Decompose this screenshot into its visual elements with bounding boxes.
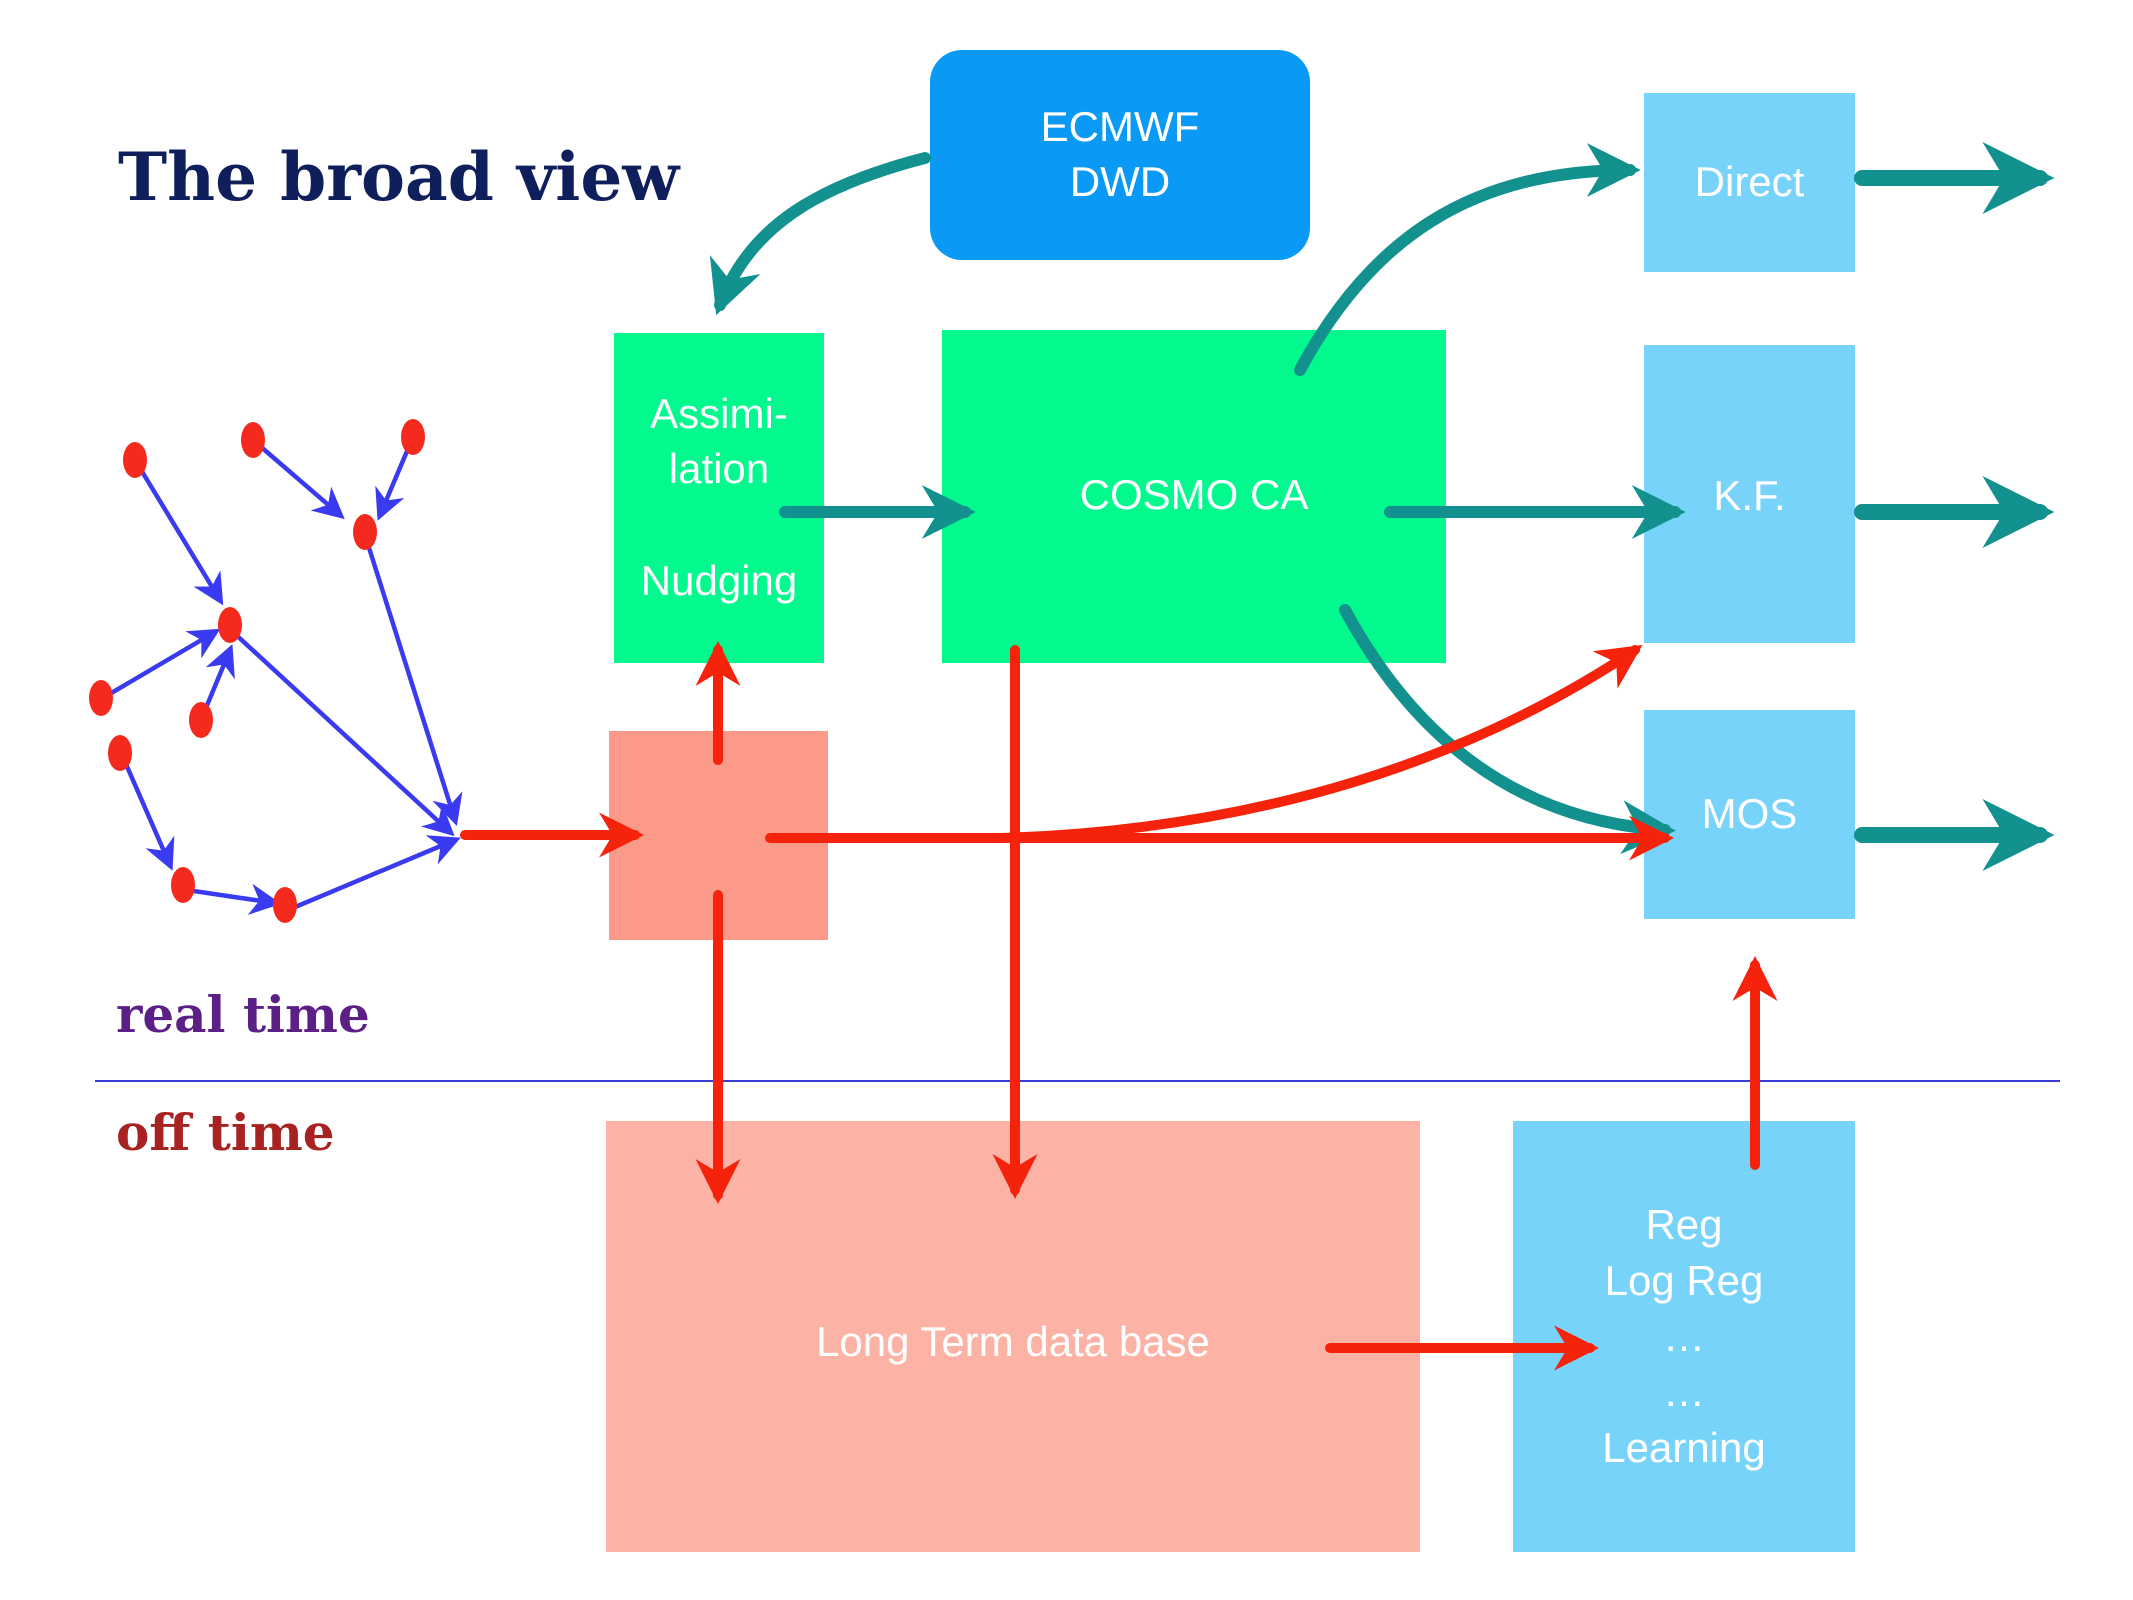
arrow-ecmwf-to-assimilation [709, 152, 931, 316]
learning-label-logreg: Log Reg [1604, 1256, 1764, 1304]
station-dot [123, 442, 147, 478]
ecmwf-dwd-box: ECMWF DWD [930, 50, 1310, 260]
station-dot [171, 867, 195, 903]
learning-label-reg: Reg [1645, 1200, 1723, 1248]
kf-label: K.F. [1713, 472, 1786, 519]
network-edge [200, 644, 235, 718]
station-dot [353, 514, 377, 550]
station-dot [108, 735, 132, 771]
assimilation-label-1: Assimi- [650, 390, 788, 438]
station-dot [273, 887, 297, 923]
station-dot [89, 680, 113, 716]
cosmo-box: COSMO CA [942, 330, 1446, 663]
network-edge [105, 628, 221, 698]
station-dot [218, 607, 242, 643]
real-time-label: real time [116, 985, 370, 1044]
network-edge [119, 752, 175, 871]
arrow-hub-to-kf [995, 645, 1643, 843]
arrow-cosmo-to-direct [1294, 143, 1641, 376]
network-edge [250, 437, 345, 520]
mos-label: MOS [1701, 790, 1798, 838]
arrow-cosmo-to-mos [1339, 604, 1676, 855]
network-edge [230, 629, 455, 837]
network-edge [362, 532, 463, 827]
real-off-time-divider [95, 1080, 2060, 1082]
cosmo-label: COSMO CA [1079, 471, 1309, 518]
station-dot [241, 422, 265, 458]
network-edge [184, 883, 282, 915]
slide-title: The broad view [118, 138, 680, 216]
assimilation-box: Assimi- lation Nudging [614, 333, 824, 663]
station-dot [401, 419, 425, 455]
ecmwf-label: ECMWF [1040, 103, 1200, 151]
learning-label-dots-1: … [1663, 1312, 1705, 1360]
learning-label-dots-2: … [1663, 1368, 1705, 1416]
network-edge [285, 835, 461, 913]
network-edge [132, 457, 224, 606]
dwd-label: DWD [1069, 158, 1171, 205]
direct-label: Direct [1694, 158, 1805, 206]
assimilation-label-2: lation [668, 444, 770, 492]
nudging-label: Nudging [640, 557, 798, 605]
learning-label-learning: Learning [1602, 1424, 1766, 1472]
off-time-label: off time [116, 1103, 335, 1162]
direct-box: Direct [1644, 93, 1855, 272]
station-dot [189, 702, 213, 738]
database-label: Long Term data base [816, 1318, 1210, 1365]
mos-box: MOS [1644, 710, 1855, 919]
